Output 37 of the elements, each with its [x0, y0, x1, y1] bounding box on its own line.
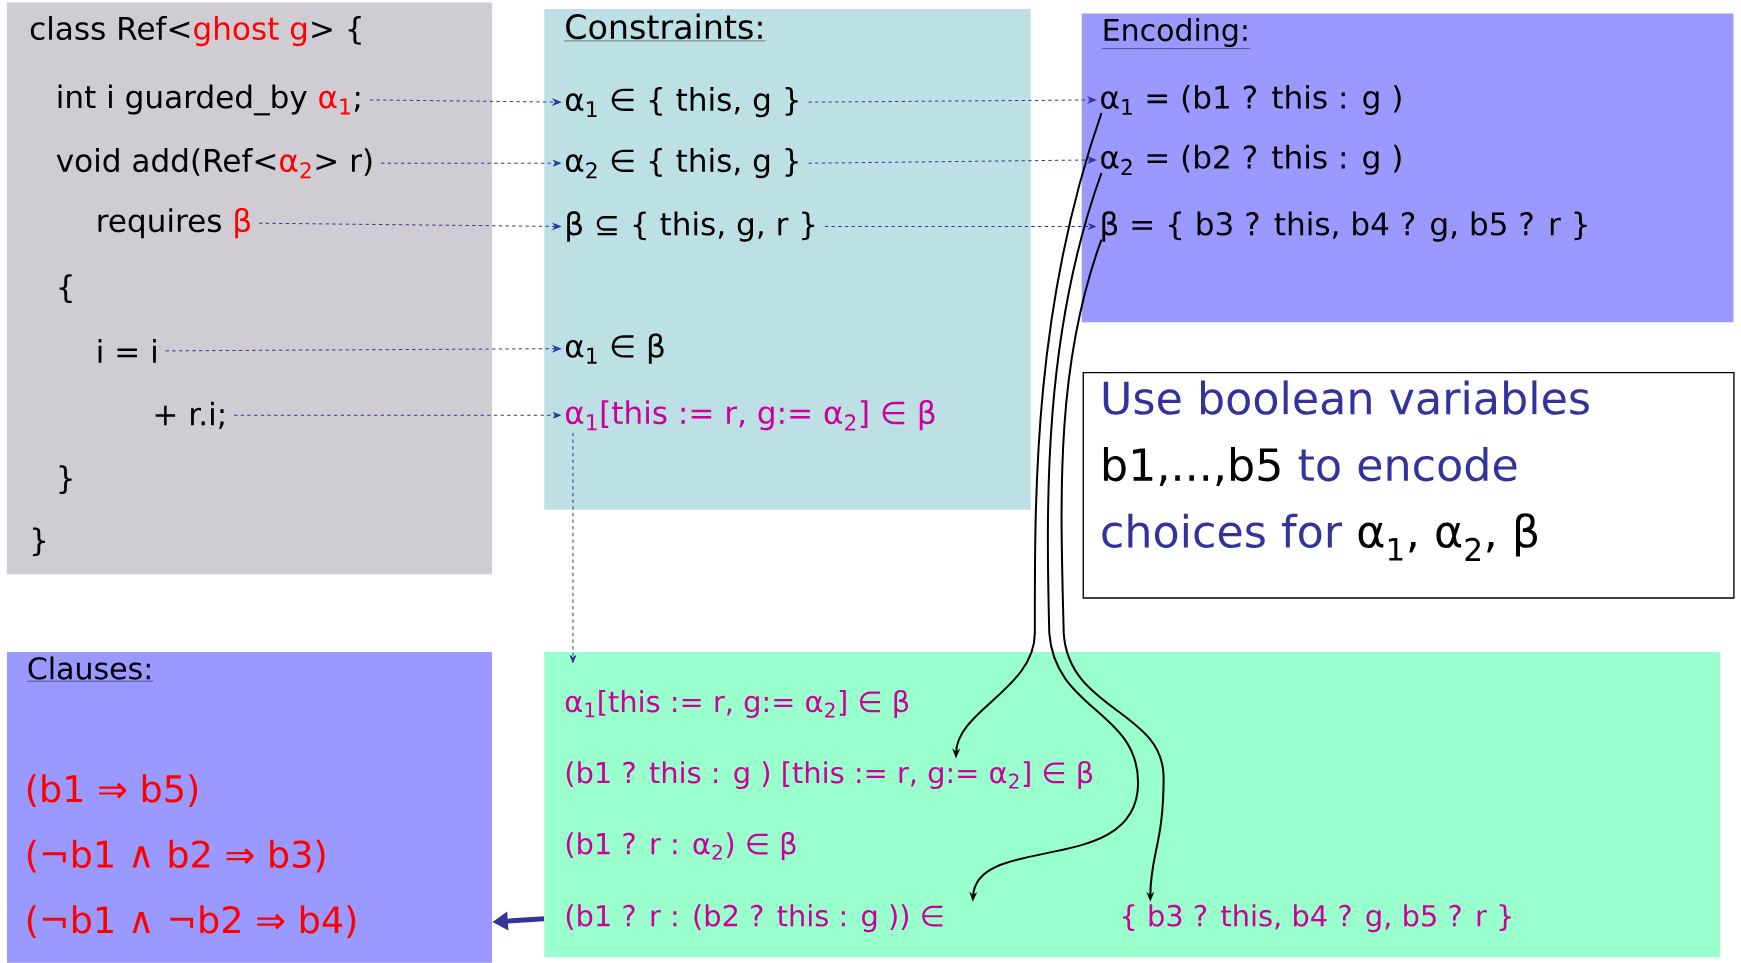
constraint-line: α$_{1}$ ∈ β — [566, 333, 664, 364]
code-line: class Ref< ghost g > { — [30, 16, 361, 47]
derivation-line: (b1 ? r : (b2 ? this : g )) ∈ — [566, 904, 943, 933]
code-panel — [6, 2, 493, 575]
derivation-line: α$_{1}$[this := r, g:= α$_{2}$] ∈ β — [565, 690, 909, 719]
code-line: } — [33, 527, 45, 557]
dashed-arrow — [569, 432, 577, 664]
clause-line: (¬b1 ∧ b2 ⇒ b3) — [27, 839, 325, 873]
code-line: { — [59, 274, 72, 304]
derivation-line: (b1 ? this : g ) [this := r, g:= α$_{2}$] ∈ β — [566, 761, 1093, 790]
code-line: int i guarded_by α$_{1}$; — [58, 84, 360, 116]
derivation-line: (b1 ? r : α$_{2}$) ∈ β — [566, 832, 796, 861]
dashed-arrow — [824, 223, 1097, 230]
constraint-line: α$_{2}$ ∈ { this, g } — [566, 148, 798, 179]
constraint-line: α$_{1}$ ∈ { this, g } — [566, 87, 798, 118]
clause-line: (¬b1 ∧ ¬b2 ⇒ b4) — [27, 905, 356, 939]
code-line: requires β — [98, 208, 250, 239]
encoding-line: α$_{2}$ = (b2 ? this : g ) — [1101, 144, 1401, 176]
encoding-line: α$_{1}$ = (b1 ? this : g ) — [1101, 85, 1401, 116]
dashed-arrow — [165, 345, 561, 353]
code-line: + r.i; — [155, 401, 224, 430]
code-line: } — [59, 465, 72, 495]
dashed-arrow — [369, 98, 561, 106]
dashed-arrow — [380, 160, 561, 167]
dashed-arrow — [807, 96, 1097, 104]
code-line: void add(Ref<α$_{2}$ > r) — [56, 148, 372, 179]
dashed-arrow — [807, 156, 1097, 164]
code-line: i = i — [98, 339, 156, 363]
clause-line: (b1 ⇒ b5) — [27, 774, 198, 808]
dashed-arrow — [258, 222, 561, 230]
encoding-line: β = { b3 ? this, b4 ? g, b5 ? r } — [1102, 211, 1587, 242]
constraint-line: α$_{1}$[this := r, g:= α$_{2}$] ∈ β — [566, 400, 935, 431]
constraint-line: β ⊆ { this, g, r } — [567, 211, 815, 242]
dashed-arrow — [233, 412, 561, 419]
note-box: Use boolean variables b1,...,b5 to encode choices for α$_{1}$, α$_{2}$, β — [1082, 372, 1735, 599]
derivation-line: { b3 ? this, b4 ? g, b5 ? r } — [1123, 904, 1511, 933]
derivation-panel — [544, 652, 1721, 958]
